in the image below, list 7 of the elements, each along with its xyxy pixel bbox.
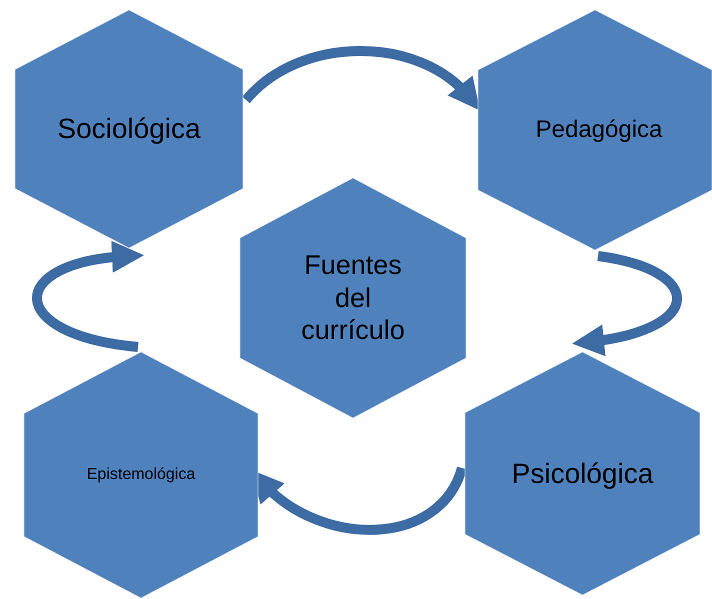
node-label: Pedagógica xyxy=(536,116,662,144)
node-label: Epistemológica xyxy=(86,465,196,485)
curved-arrow xyxy=(572,251,682,356)
curved-arrow xyxy=(32,242,144,352)
node-label: Fuentes del currículo xyxy=(300,249,406,347)
node-label: Psicológica xyxy=(512,456,654,490)
node-label: Sociológica xyxy=(57,112,201,146)
